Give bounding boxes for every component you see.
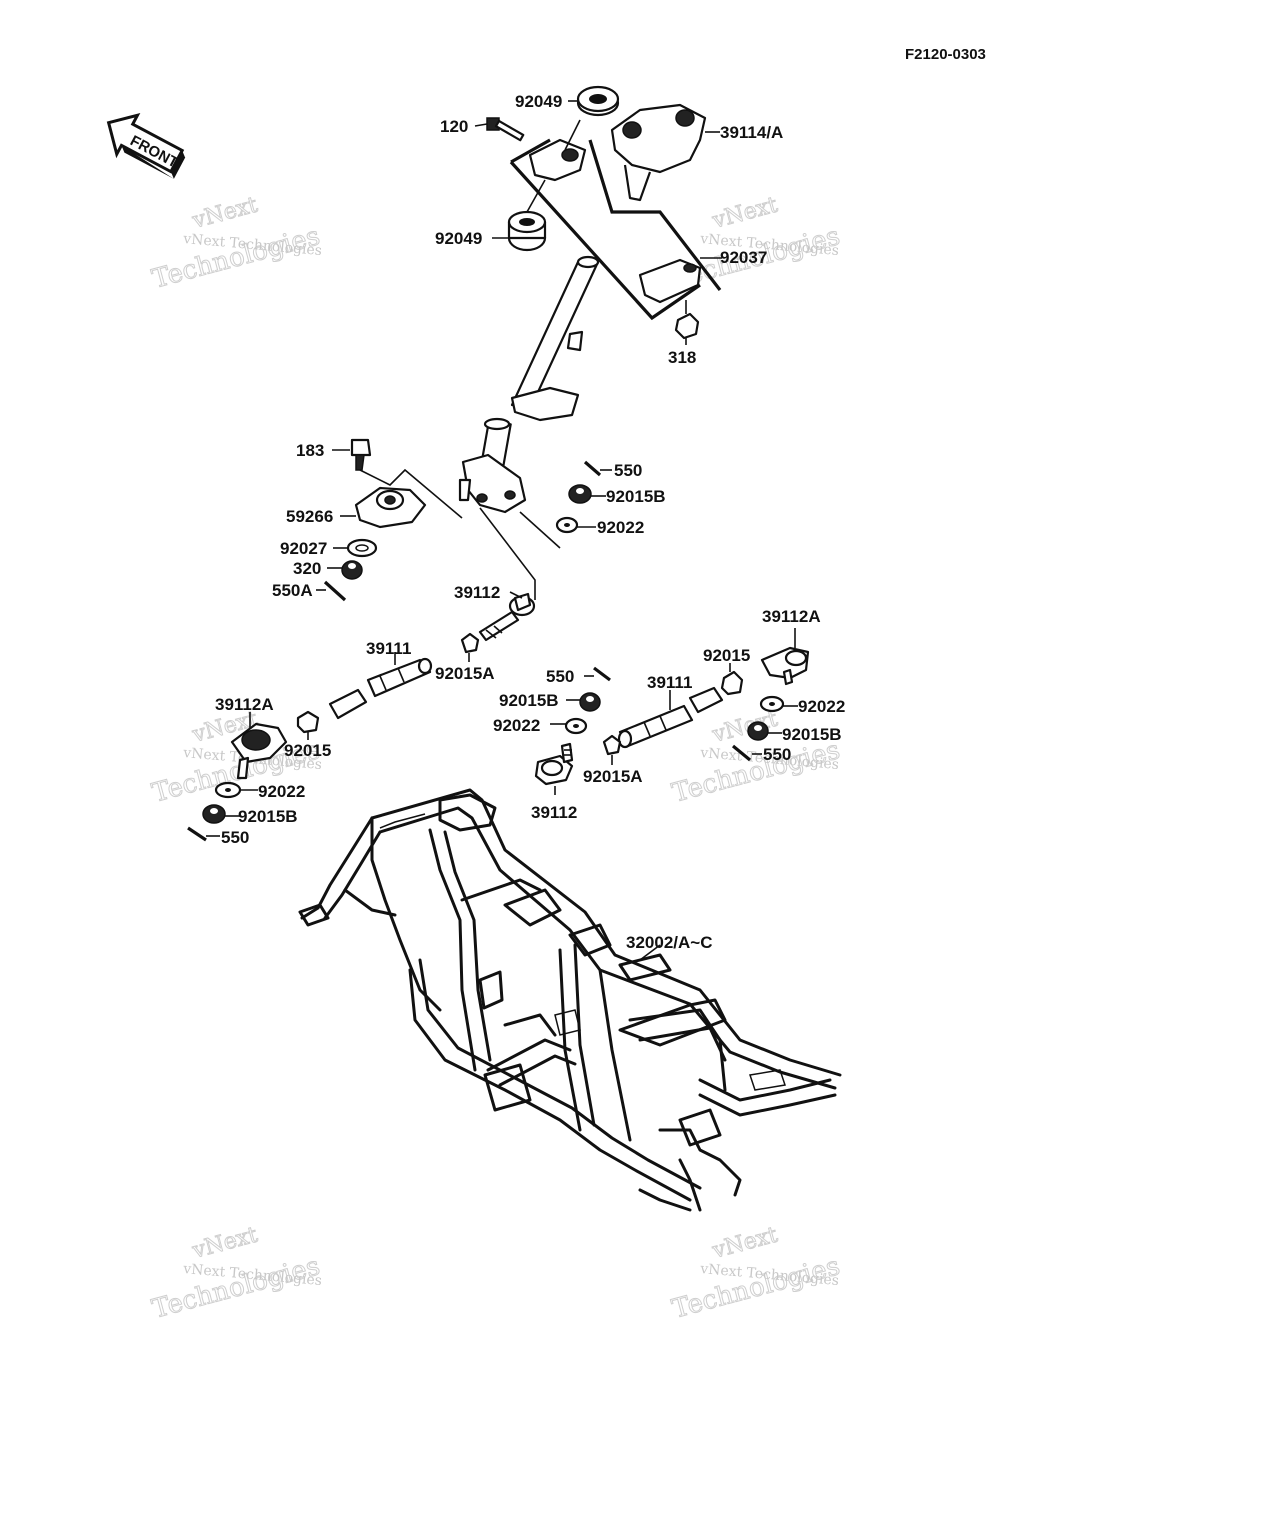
- label-92037: 92037: [720, 248, 767, 267]
- handlebar-holder-39114A: [610, 103, 707, 202]
- label-92015B-mid: 92015B: [499, 691, 559, 710]
- label-39114A: 39114/A: [720, 123, 783, 142]
- label-92015B-top: 92015B: [606, 487, 666, 506]
- watermark-text: vNext: [189, 193, 260, 235]
- tie-rod-39111-left: [328, 657, 433, 720]
- label-92027: 92027: [280, 539, 327, 558]
- nut-92015A-left: [460, 632, 480, 654]
- label-550-mid: 550: [546, 667, 574, 686]
- label-92022-left: 92022: [258, 782, 305, 801]
- pitman-arm: [458, 417, 527, 514]
- watermark-bottom-left: vNext Technologies vNext Technologies: [149, 1222, 324, 1325]
- label-183: 183: [296, 441, 324, 460]
- label-39112-bottom: 39112: [531, 803, 577, 822]
- pin-550-top: [583, 460, 602, 477]
- nut-92015B-top: [568, 484, 592, 504]
- label-550-top: 550: [614, 461, 642, 480]
- pin-550-right: [731, 744, 752, 762]
- pin-550-mid: [593, 666, 611, 682]
- steering-clamp-small: [528, 138, 587, 182]
- washer-92022-right: [759, 695, 785, 713]
- washer-92027: [346, 538, 378, 558]
- label-92015-right: 92015: [703, 646, 750, 665]
- tie-rod-39111-right: [617, 686, 724, 749]
- label-320: 320: [293, 559, 321, 578]
- label-39112-top: 39112: [454, 583, 500, 602]
- label-92049-top: 92049: [515, 92, 562, 111]
- nut-92015-right: [720, 670, 744, 696]
- nut-92015B-left: [202, 804, 226, 824]
- label-92015B-right: 92015B: [782, 725, 842, 744]
- label-92022-right: 92022: [798, 697, 845, 716]
- bearing-92049-bottom: [507, 210, 547, 252]
- watermark-text: vNext: [709, 707, 780, 749]
- bracket-59266: [354, 486, 427, 529]
- watermark-text: Technologies: [669, 1251, 843, 1325]
- clamp-92037: [638, 258, 702, 304]
- main-frame-32002: [298, 788, 842, 1212]
- bearing-92049-top: [576, 85, 620, 117]
- label-39112A-left: 39112A: [215, 695, 274, 714]
- label-92015A-mid: 92015A: [583, 767, 643, 786]
- bracket-guide-line: [510, 138, 551, 164]
- nut-92015B-mid: [579, 692, 601, 712]
- pin-550-left: [187, 826, 207, 842]
- bolt-183: [350, 438, 372, 471]
- label-92049-bottom: 92049: [435, 229, 482, 248]
- watermark-text: Technologies: [149, 221, 323, 295]
- bracket-guide-line: [588, 139, 722, 291]
- label-550-right: 550: [763, 745, 791, 764]
- nut-320: [341, 560, 363, 580]
- steering-shaft: [510, 255, 600, 422]
- washer-92022-top: [555, 516, 579, 534]
- label-92022-top: 92022: [597, 518, 644, 537]
- cap-318: [674, 312, 700, 340]
- bracket-guide-line: [509, 160, 701, 321]
- watermark-top-left: vNext Technologies vNext Technologies: [149, 192, 324, 295]
- nut-92015-left: [296, 710, 320, 734]
- watermark-text: vNext: [709, 1223, 780, 1265]
- watermark-text: Technologies: [149, 1251, 323, 1325]
- diagram-code: F2120-0303: [905, 46, 986, 63]
- label-92022-mid: 92022: [493, 716, 540, 735]
- nut-92015B-right: [747, 721, 769, 741]
- ball-joint-39112A-left: [230, 722, 288, 780]
- label-92015B-left: 92015B: [238, 807, 298, 826]
- label-92015-left: 92015: [284, 741, 331, 760]
- label-318: 318: [668, 348, 696, 367]
- label-92015A-left: 92015A: [435, 664, 495, 683]
- washer-92022-mid: [564, 717, 588, 735]
- label-59266: 59266: [286, 507, 333, 526]
- label-550A: 550A: [272, 581, 313, 600]
- bolt-120: [486, 117, 525, 142]
- nut-92015A-mid: [602, 734, 622, 756]
- front-arrow-icon: FRONT: [106, 113, 186, 179]
- label-39111-left: 39111: [366, 639, 411, 658]
- label-120: 120: [440, 117, 468, 136]
- tie-rod-end-39112-bottom: [534, 742, 574, 786]
- watermark-text: Technologies: [669, 735, 843, 809]
- ball-joint-39112A-right: [760, 646, 810, 686]
- pin-550A: [323, 580, 347, 602]
- washer-92022-left: [214, 781, 242, 799]
- label-39112A-right: 39112A: [762, 607, 821, 626]
- label-32002: 32002/A~C: [626, 933, 712, 952]
- watermark-bottom-right: vNext Technologies vNext Technologies: [669, 1222, 844, 1325]
- watermark-text: vNext: [709, 193, 780, 235]
- watermark-text: vNext: [189, 1223, 260, 1265]
- tie-rod-end-39112-top: [478, 592, 536, 642]
- label-39111-right: 39111: [647, 673, 692, 692]
- label-550-left: 550: [221, 828, 249, 847]
